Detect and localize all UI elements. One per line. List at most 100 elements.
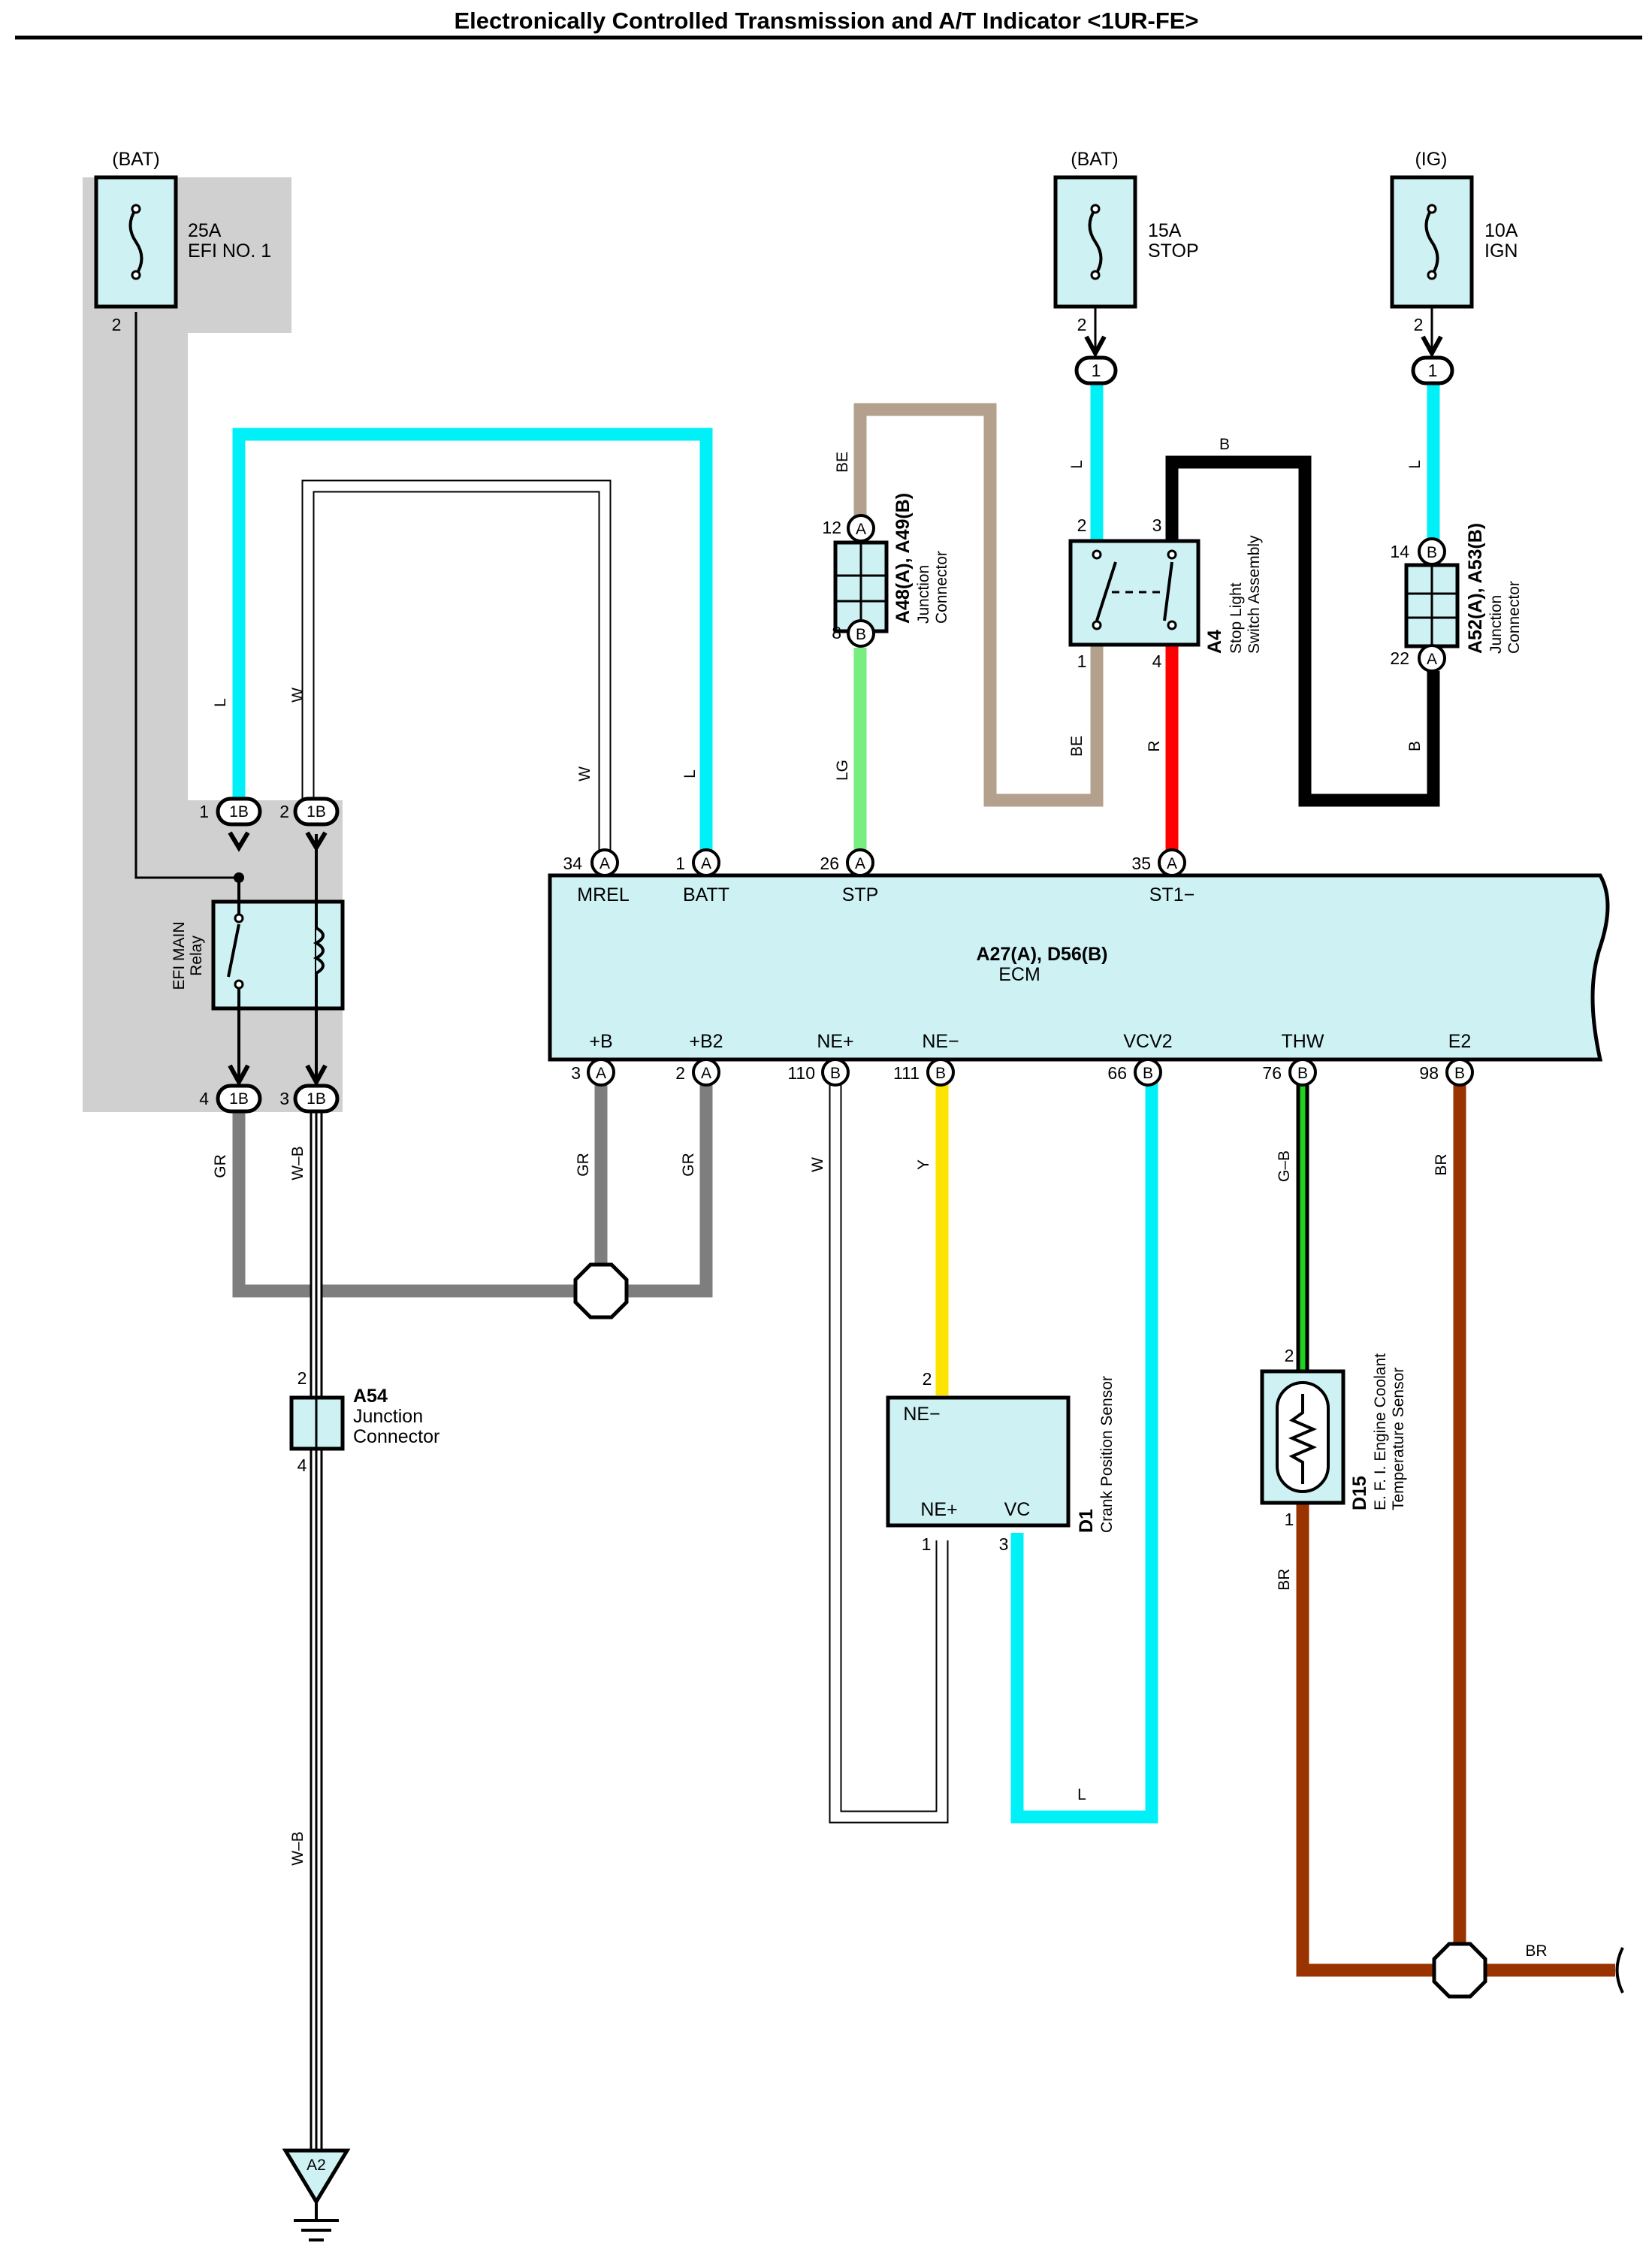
resistor-zigzag-icon [1288, 1394, 1318, 1484]
switch-pin-1: 1 [1077, 651, 1087, 671]
connector-pin-letter: B [830, 1065, 841, 1082]
diagram-title: Electronically Controlled Transmission a… [454, 8, 1198, 34]
connector-tag [293, 797, 340, 827]
connector-pin-letter: B [935, 1065, 946, 1082]
connector-tag [293, 1084, 340, 1114]
switch-pin-3: 3 [1152, 515, 1162, 535]
wire-label-l: L [681, 769, 699, 778]
wire-label-l: L [1068, 460, 1086, 469]
connector-pin-letter: B [1454, 1065, 1465, 1082]
junction-a48-pin-bottom: 8 [832, 623, 841, 642]
crank-name: Crank Position Sensor [1098, 1376, 1116, 1533]
junction-a48-line2: Connector [933, 551, 950, 624]
connector-pin-letter: B [1297, 1065, 1308, 1082]
connector-arrow-icon [228, 831, 250, 852]
wire-label-b: B [1219, 436, 1230, 453]
connector-pin-letter: A [856, 521, 866, 538]
relay-name-line2: Relay [188, 936, 205, 976]
ecm-pin-number: 66 [1107, 1063, 1127, 1083]
connector-pin-letter: B [1427, 544, 1437, 561]
connector-arrow-icon [1421, 335, 1443, 358]
wire-label-gr: GR [680, 1153, 697, 1177]
fuse-icon [128, 207, 143, 277]
switch-terminal-icon [1092, 549, 1102, 560]
splice-br [1432, 1942, 1487, 1999]
wire-label-br: BR [1525, 1942, 1547, 1960]
ecm-pin-number: 3 [571, 1063, 581, 1083]
connector-tag [1074, 355, 1118, 385]
wire-label-w: W [809, 1157, 826, 1172]
ecm-pin-name: NE+ [817, 1031, 853, 1052]
ecm-pin-name: E2 [1448, 1031, 1472, 1052]
fuse3-pin: 2 [1414, 315, 1424, 334]
crank-pin-top: 2 [923, 1369, 932, 1389]
wire-label-y: Y [915, 1159, 932, 1170]
wire-label-be: BE [834, 452, 851, 473]
wire-label-wb: W–B [289, 1146, 307, 1180]
fuse-icon [1088, 207, 1103, 277]
ecm-pin-name: BATT [683, 884, 729, 905]
a54-line2: Connector [353, 1426, 439, 1447]
ecm-pin-number: 35 [1131, 854, 1151, 873]
relay-terminal-icon [234, 979, 244, 990]
wire-label-w: W [576, 766, 593, 781]
ecm-pin-number: 110 [787, 1063, 815, 1083]
wire-label-r: R [1146, 740, 1163, 751]
thermistor-icon [1276, 1381, 1330, 1493]
fuse-icon [1424, 207, 1439, 277]
wire-gr [232, 1082, 713, 1298]
junction-a52-pin-bottom: 22 [1390, 648, 1409, 668]
connector-tag-label: 1 [1428, 361, 1438, 380]
ecm-pin-number: 111 [893, 1063, 920, 1083]
fuse2-source: (BAT) [1071, 149, 1118, 170]
ground-symbol-icon [282, 2148, 351, 2205]
relay-pin-number: 3 [279, 1089, 289, 1108]
connector-pin-badge [847, 619, 875, 648]
wire-l-relay-batt [232, 428, 713, 862]
switch-pin-4: 4 [1152, 651, 1162, 671]
a54-pin-top: 2 [297, 1368, 307, 1388]
ecm-pin-number: 1 [675, 854, 685, 873]
fuse-terminal-icon [131, 204, 141, 214]
wire-label-br: BR [1433, 1153, 1450, 1175]
switch-terminal-icon [1167, 549, 1177, 560]
connector-pin-letter: A [701, 1065, 711, 1082]
fuse1-rating: 25A [188, 220, 222, 241]
ecm-pin-number: 98 [1419, 1063, 1439, 1083]
relay-pin-number: 2 [279, 802, 289, 821]
ecm-pin-st1: A 35 ST1− [1131, 848, 1194, 905]
connector-tag-label: 1 [1092, 361, 1101, 380]
connector-arrow-icon [228, 1064, 250, 1087]
switch-blade-icon [1163, 561, 1173, 621]
ecm-pin-e2: E2 B 98 [1419, 1031, 1474, 1087]
fuse2-pin: 2 [1077, 315, 1087, 334]
ecm-pin-number: 76 [1262, 1063, 1282, 1083]
coolant-ref: D15 [1349, 1476, 1370, 1510]
switch-ref: A4 [1204, 630, 1225, 654]
wire-label-b: B [1406, 741, 1424, 751]
ecm-pin-ne-minus: NE− B 111 [893, 1031, 959, 1087]
connector-pin-letter: A [855, 855, 865, 872]
junction-a48-ref: A48(A), A49(B) [892, 493, 914, 624]
connector-pin-letter: B [1143, 1065, 1153, 1082]
wire-bat-feed [134, 312, 239, 879]
ecm-pin-name: STP [842, 884, 879, 905]
wire-break-symbol [1615, 1947, 1624, 1994]
wire-l-vc [1010, 1082, 1158, 1824]
wire-w-relay-mrel-outer [301, 479, 612, 862]
ecm-pin-number: 26 [820, 854, 839, 873]
connector-pin-badge [590, 848, 619, 877]
connector-pin-badge [846, 848, 874, 877]
wire-be [853, 403, 1104, 807]
ecm-pin-name: THW [1282, 1031, 1324, 1052]
fuse-terminal-icon [1427, 204, 1437, 214]
switch-terminal-icon [1167, 620, 1177, 630]
connector-arrow-icon [1084, 335, 1107, 358]
fuse-terminal-icon [1090, 270, 1101, 280]
connector-tag [216, 1084, 262, 1114]
a54-line1: Junction [353, 1406, 423, 1427]
wire-label-l: L [1077, 1786, 1086, 1803]
ecm-pin-ne-plus: NE+ B 110 [787, 1031, 854, 1087]
ecm-pin-name: ST1− [1149, 884, 1194, 905]
fuse1-pin: 2 [112, 315, 122, 334]
